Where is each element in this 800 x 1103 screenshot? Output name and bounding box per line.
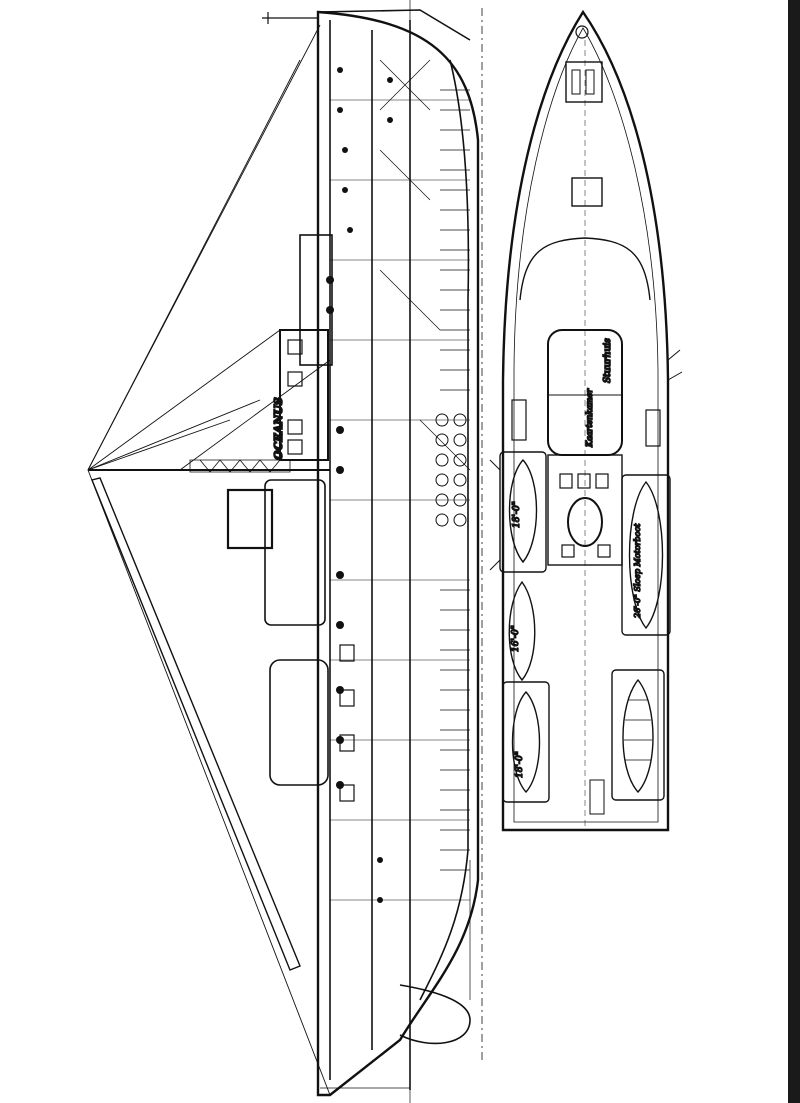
windlass: [565, 61, 603, 103]
stern-line: [317, 9, 471, 41]
skylights: [559, 473, 611, 558]
bow-curve: [399, 984, 471, 1045]
bridge-deck: [299, 234, 333, 366]
hull-outline: [316, 10, 480, 1097]
svg-text:18'-0": 18'-0": [512, 501, 522, 528]
aft-companion-stair: [589, 779, 605, 815]
bow-fairlead: [575, 25, 589, 39]
wheelhouse-label: Stuurhuis: [603, 338, 613, 383]
davits: [489, 349, 683, 571]
forward-well: [519, 237, 651, 301]
rigging-stays: [87, 24, 331, 1096]
portholes: [326, 67, 393, 903]
frame-stations: [330, 99, 470, 901]
engine-cylinders: [435, 413, 467, 527]
crane-lattice: [189, 459, 291, 473]
dimension-marks: [320, 0, 471, 1103]
inner-hull-line: [419, 59, 470, 1001]
windlass-drums: [571, 69, 595, 95]
rudder: [262, 12, 318, 24]
vessel-name-label: OCEANUS: [272, 397, 285, 460]
svg-text:16'-0": 16'-0": [511, 625, 521, 652]
lifeboat-starboard-aft: [611, 669, 665, 801]
deckhouse-forward: [264, 479, 326, 626]
forward-hatch: [571, 177, 603, 207]
deck-plan-inner: [513, 27, 659, 823]
deck-hatching: [440, 89, 470, 871]
wheelhouse-windows: [287, 339, 303, 455]
deckhouse-windows: [339, 644, 355, 802]
lifeboat-port-forward: 18'-0": [499, 451, 547, 573]
side-room-starboard: [645, 409, 661, 447]
diagonal-bracing: [379, 59, 471, 471]
side-profile-view: OCEANUS: [87, 9, 480, 1097]
side-room-port: [511, 399, 527, 441]
lifeboat-port-aft: 18'-0": [502, 681, 550, 803]
deck-plan-view: Stuurhuis Kaartenkamer 18'-0" 16'-0" 18'…: [489, 9, 683, 832]
lifeboat-port-mid: 16'-0": [508, 580, 536, 682]
wheelhouse-block: [279, 329, 329, 461]
page-edge-shadow: [788, 0, 800, 1103]
chartroom-label: Kaartenkamer: [585, 388, 594, 448]
svg-text:18'-0": 18'-0": [515, 751, 525, 778]
motorboat-starboard: 26'-0" Sloep Motorboot: [621, 474, 671, 636]
funnel: [226, 488, 274, 550]
deck-plan-outline: [501, 9, 670, 832]
deckhouse-aft: [269, 659, 329, 786]
svg-text:26'-0" Sloep Motorboot: 26'-0" Sloep Motorboot: [633, 523, 642, 619]
derrick-boom: [91, 477, 301, 971]
